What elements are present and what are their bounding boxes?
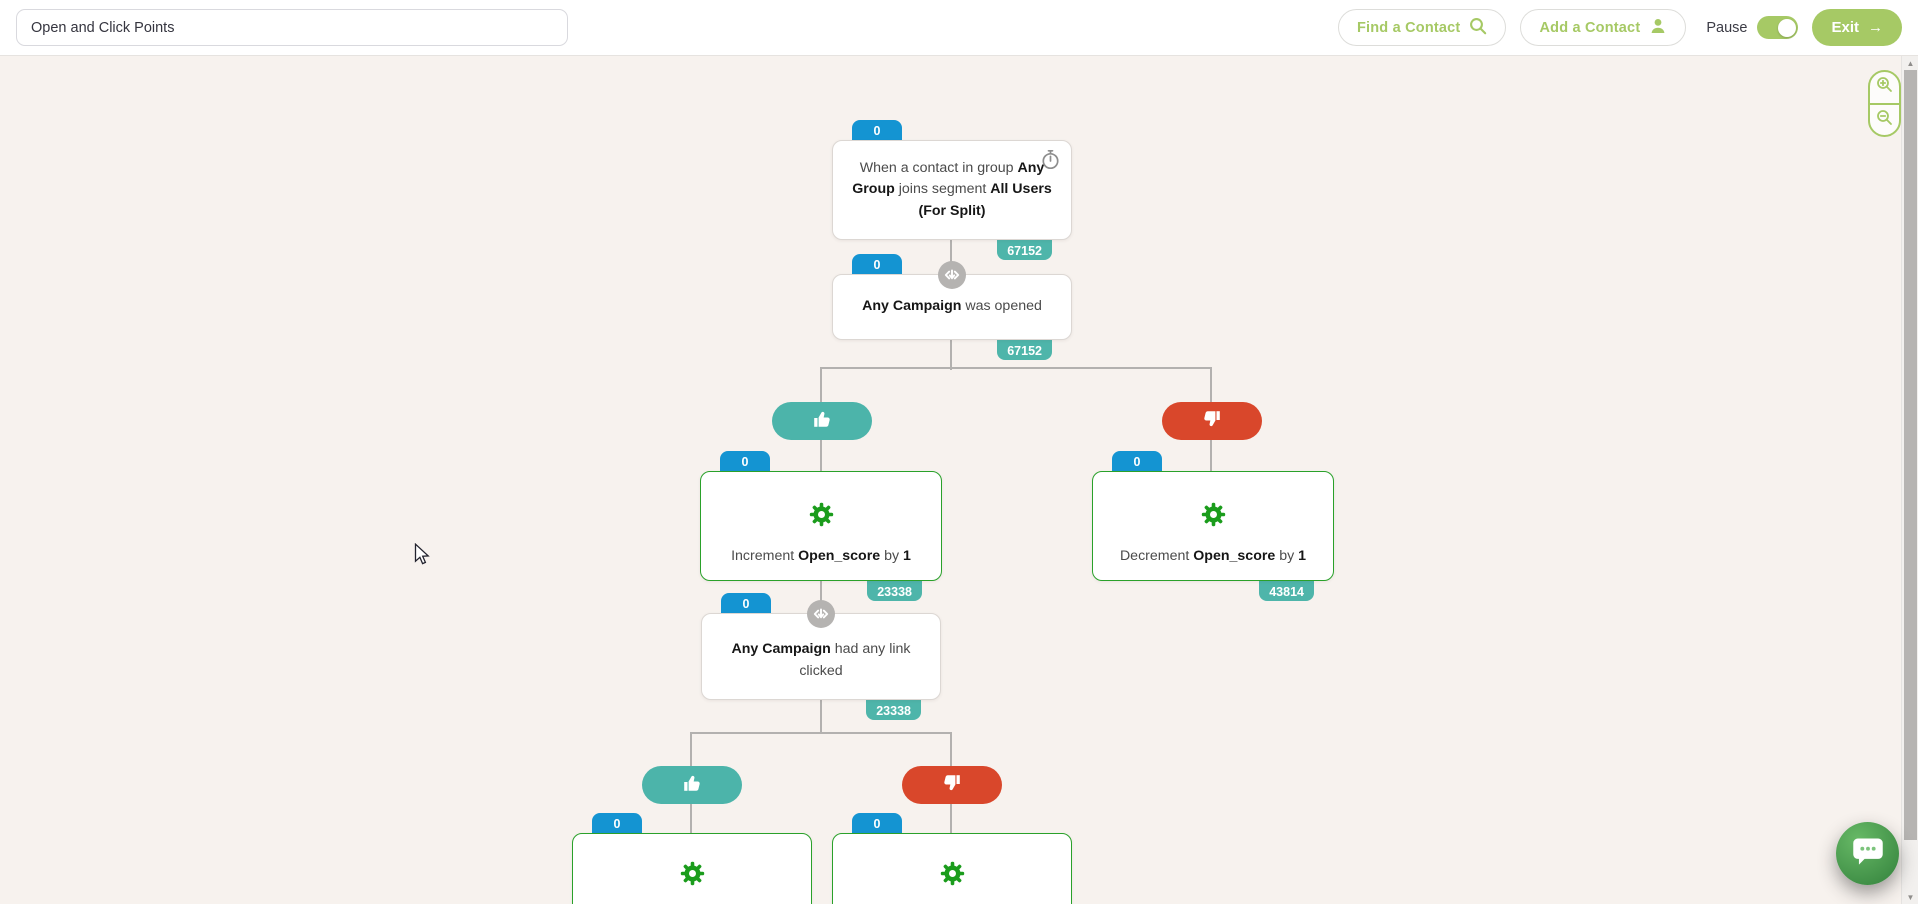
branch-no-pill: [902, 766, 1002, 804]
pause-toggle[interactable]: [1757, 16, 1799, 39]
branch-yes-pill: [642, 766, 742, 804]
split-arrows-icon: [938, 261, 966, 289]
count-badge-bottom: 43814: [1259, 580, 1314, 601]
count-badge-top: 0: [721, 593, 771, 614]
condition-click-text: Any Campaign had any link clicked: [731, 641, 911, 679]
action-bottom-left-wrap: 0: [572, 813, 812, 904]
find-contact-button[interactable]: Find a Contact: [1337, 9, 1507, 46]
toolbar-actions: Find a Contact Add a Contact Pause Exit …: [1337, 9, 1902, 46]
connector-line: [820, 581, 822, 615]
thumbs-down-icon: [942, 773, 962, 798]
action-bottom-right-wrap: 0: [832, 813, 1072, 904]
action-increment-node[interactable]: Increment Open_score by 1: [700, 471, 942, 581]
count-badge-bottom: 23338: [867, 580, 922, 601]
condition-open-wrap: 0 67152 Any Campaign was opened: [832, 254, 1072, 360]
vertical-scrollbar[interactable]: ▲ ▼: [1901, 56, 1918, 904]
pause-label: Pause: [1706, 19, 1748, 36]
workflow-title-input[interactable]: [16, 9, 568, 46]
split-arrows-icon: [807, 600, 835, 628]
gear-icon: [679, 860, 706, 892]
gear-icon: [1200, 501, 1227, 533]
scrollbar-thumb[interactable]: [1904, 70, 1917, 840]
count-badge-top: 0: [592, 813, 642, 834]
gear-icon: [939, 860, 966, 892]
count-badge-top: 0: [852, 120, 902, 141]
add-contact-button[interactable]: Add a Contact: [1520, 9, 1687, 46]
zoom-out-button[interactable]: [1870, 102, 1899, 136]
thumbs-up-icon: [812, 409, 832, 434]
gear-icon: [808, 501, 835, 533]
count-badge-bottom: 67152: [997, 239, 1052, 260]
thumbs-down-icon: [1202, 409, 1222, 434]
action-decrement-wrap: 0 43814 Decrement Open_score by 1: [1092, 451, 1334, 601]
branch-yes-pill: [772, 402, 872, 440]
count-badge-top: 0: [852, 813, 902, 834]
thumbs-up-icon: [682, 773, 702, 798]
scroll-down-arrow[interactable]: ▼: [1906, 892, 1915, 902]
pause-control: Pause: [1706, 16, 1799, 39]
add-contact-label: Add a Contact: [1539, 19, 1641, 36]
count-badge-bottom: 67152: [997, 339, 1052, 360]
zoom-controls: [1868, 70, 1901, 137]
person-icon: [1649, 17, 1667, 39]
toggle-knob: [1777, 18, 1796, 37]
find-contact-label: Find a Contact: [1356, 19, 1461, 36]
count-badge-bottom: 23338: [866, 699, 921, 720]
stopwatch-icon: [1040, 149, 1061, 175]
connector-line: [820, 698, 822, 734]
action-bottom-right-node[interactable]: [832, 833, 1072, 904]
top-toolbar: Find a Contact Add a Contact Pause Exit …: [0, 0, 1918, 56]
branch-no-pill: [1162, 402, 1262, 440]
action-decrement-node[interactable]: Decrement Open_score by 1: [1092, 471, 1334, 581]
chat-button[interactable]: [1836, 822, 1899, 885]
count-badge-top: 0: [720, 451, 770, 472]
arrow-right-icon: →: [1868, 19, 1883, 36]
search-icon: [1469, 17, 1487, 39]
action-increment-wrap: 0 23338 Increment Open_score by 1: [700, 451, 942, 601]
action-increment-text: Increment Open_score by 1: [731, 547, 911, 564]
connector-line: [820, 367, 1212, 369]
action-decrement-text: Decrement Open_score by 1: [1119, 547, 1307, 564]
count-badge-top: 0: [1112, 451, 1162, 472]
zoom-in-icon: [1876, 76, 1893, 98]
condition-click-wrap: 0 23338 Any Campaign had any link clicke…: [701, 593, 941, 720]
trigger-node[interactable]: When a contact in group Any Group joins …: [832, 140, 1072, 240]
condition-open-text: Any Campaign was opened: [862, 298, 1042, 315]
zoom-in-button[interactable]: [1870, 72, 1899, 103]
scroll-up-arrow[interactable]: ▲: [1906, 58, 1915, 68]
count-badge-top: 0: [852, 254, 902, 275]
connector-line: [690, 732, 952, 734]
trigger-text: When a contact in group Any Group joins …: [852, 160, 1052, 219]
condition-click-node[interactable]: Any Campaign had any link clicked: [701, 600, 941, 700]
chat-bubble-icon: [1851, 834, 1885, 873]
condition-open-node[interactable]: Any Campaign was opened: [832, 261, 1072, 340]
mouse-cursor: [414, 542, 433, 573]
exit-label: Exit: [1831, 19, 1859, 36]
trigger-node-wrap: 0 67152 When a contact in group Any Grou…: [832, 120, 1072, 260]
action-bottom-left-node[interactable]: [572, 833, 812, 904]
connector-line: [950, 240, 952, 276]
zoom-out-icon: [1876, 109, 1893, 131]
workflow-canvas[interactable]: 0 67152 When a contact in group Any Grou…: [0, 56, 1918, 904]
exit-button[interactable]: Exit →: [1812, 9, 1902, 46]
connector-line: [950, 340, 952, 370]
